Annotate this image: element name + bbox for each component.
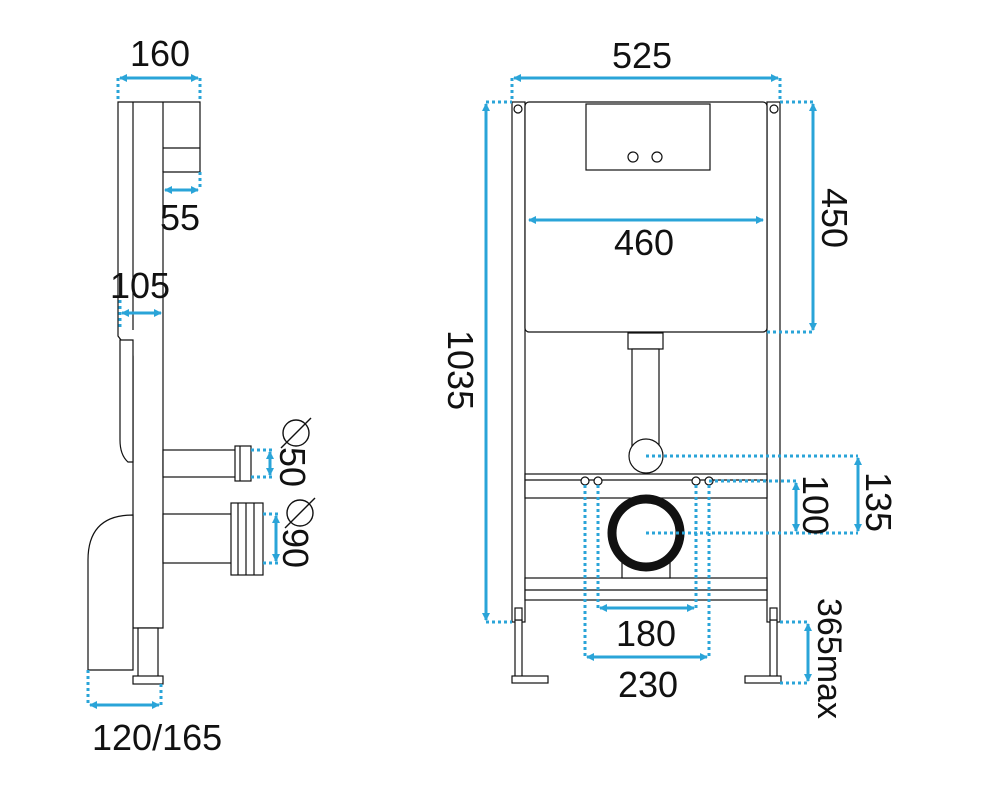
lower-crossbar [524, 577, 768, 601]
front-view: 525 460 450 1035 135 100 180 230 [440, 35, 899, 719]
total-height-label: 1035 [440, 330, 481, 410]
left-post [511, 101, 526, 623]
side-tank-lower [119, 339, 134, 463]
flush-plate [585, 103, 711, 171]
side-frame-label: 105 [110, 265, 170, 306]
bolt-inner-label: 180 [616, 613, 676, 654]
flush-button-right [651, 151, 663, 163]
tank-width-label: 460 [614, 222, 674, 263]
side-bottom-label: 120/165 [92, 717, 222, 758]
pipe-50-label: 50 [272, 447, 313, 487]
pipe-90-label: 90 [275, 528, 316, 568]
side-depth-label: 55 [160, 197, 200, 238]
diameter-symbol-90 [286, 499, 314, 527]
tank-height-label: 450 [814, 188, 855, 248]
inlet-height-label: 135 [858, 472, 899, 532]
flush-button-left [627, 151, 639, 163]
side-view: 160 55 105 50 90 120/165 [86, 33, 316, 758]
outlet-height-label: 100 [795, 475, 836, 535]
bolt-outer-label: 230 [618, 664, 678, 705]
side-leg [137, 627, 159, 679]
right-post [766, 101, 781, 623]
diameter-symbol-50 [282, 419, 310, 447]
left-foot [511, 675, 549, 684]
front-width-label: 525 [612, 35, 672, 76]
right-foot [744, 675, 782, 684]
flush-pipe [631, 348, 660, 450]
side-width-label: 160 [130, 33, 190, 74]
side-bend-90 [87, 514, 134, 671]
side-pipe-90 [162, 513, 234, 564]
side-pipe-50 [162, 449, 238, 478]
upper-crossbar [524, 473, 768, 499]
leg-range-label: 365max [810, 598, 848, 719]
